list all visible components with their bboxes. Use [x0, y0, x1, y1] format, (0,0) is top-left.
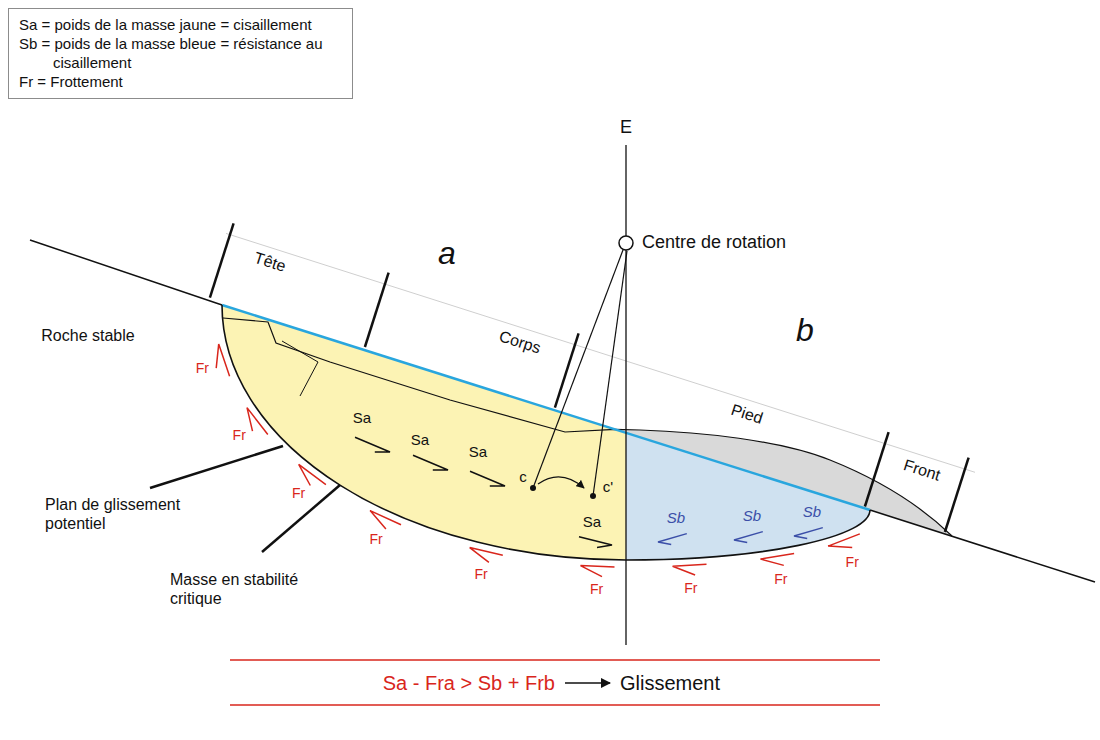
part-label: Corps — [497, 326, 544, 357]
leader-line — [262, 485, 340, 552]
shear-arrow — [355, 437, 390, 452]
point-dot — [530, 485, 536, 491]
slip-surface — [222, 305, 870, 560]
force-label: Sa — [583, 513, 601, 531]
friction-arrow — [299, 464, 326, 485]
formula-result: Glissement — [620, 671, 720, 695]
shear-arrows — [355, 437, 612, 547]
rotation-arrow — [538, 477, 584, 488]
resistance-arrow — [734, 532, 763, 543]
dimension-line — [226, 233, 975, 472]
original-surface — [222, 305, 870, 510]
force-label: Sa — [469, 443, 487, 461]
shear-arrow — [579, 537, 612, 548]
friction-arrows — [216, 344, 860, 576]
rule-line — [230, 704, 880, 706]
dimension-tick — [945, 458, 969, 532]
legend-text: Fr = Frottement — [19, 72, 342, 91]
point-dot — [590, 493, 596, 499]
zone-letter: b — [796, 311, 814, 349]
leader-line — [150, 446, 283, 488]
shear-arrow — [470, 471, 505, 486]
legend-box: Sa = poids de la masse jaune = cisaillem… — [8, 8, 353, 99]
friction-arrow — [828, 534, 860, 548]
friction-arrow — [673, 564, 707, 575]
ground-line — [870, 510, 1095, 582]
result-arrow — [565, 682, 610, 684]
dimension-tick — [865, 432, 889, 506]
resistance-arrows — [658, 528, 823, 545]
friction-arrow — [247, 408, 268, 435]
rotation-centre — [619, 236, 633, 250]
annotation: Masse en stabilité critique — [170, 570, 325, 608]
friction-label: Fr — [590, 581, 603, 598]
ground-line — [30, 240, 222, 305]
friction-label: Fr — [684, 580, 697, 597]
shear-arrow — [413, 455, 448, 470]
part-label: Front — [901, 455, 942, 485]
force-label: Sb — [803, 503, 821, 521]
annotation: Roche stable — [41, 326, 134, 345]
point-label: c — [519, 468, 527, 486]
dimension-tick — [555, 333, 579, 407]
dimension-tick — [210, 223, 234, 297]
friction-arrow — [470, 548, 503, 563]
resistance-arrow — [658, 534, 687, 545]
friction-label: Fr — [774, 571, 787, 588]
annotation: Plan de glissement potentiel — [45, 495, 195, 533]
dimension-tick — [365, 273, 389, 347]
zone-letter: a — [438, 234, 456, 272]
friction-label: Fr — [292, 484, 305, 501]
radius-line — [533, 250, 623, 488]
displaced-surface — [223, 318, 952, 536]
friction-arrow — [761, 554, 795, 566]
friction-arrow — [581, 566, 615, 577]
force-label: Sb — [743, 507, 761, 525]
axis-line — [625, 145, 626, 645]
legend-text: Sa = poids de la masse jaune = cisaillem… — [19, 15, 342, 34]
formula: Sa - Fra > Sb + Frb — [383, 671, 555, 695]
rule-line — [230, 659, 880, 661]
point-label: Centre de rotation — [642, 232, 786, 254]
force-label: Sa — [411, 431, 429, 449]
fissure — [282, 341, 318, 396]
radius-line — [593, 251, 627, 496]
friction-label: Fr — [233, 427, 246, 444]
resistance-arrow — [794, 528, 823, 539]
part-label: Pied — [729, 400, 765, 428]
axis-label: E — [620, 117, 632, 139]
friction-label: Fr — [846, 553, 859, 570]
friction-label: Fr — [196, 359, 209, 376]
force-label: Sb — [667, 509, 685, 527]
friction-arrow — [216, 344, 229, 376]
friction-label: Fr — [369, 530, 382, 547]
legend-text: Sb = poids de la masse bleue = résistanc… — [19, 34, 342, 72]
part-label: Tête — [252, 248, 288, 276]
friction-arrow — [370, 511, 401, 529]
friction-label: Fr — [474, 565, 487, 582]
force-label: Sa — [353, 409, 371, 427]
point-label: c' — [603, 478, 613, 496]
